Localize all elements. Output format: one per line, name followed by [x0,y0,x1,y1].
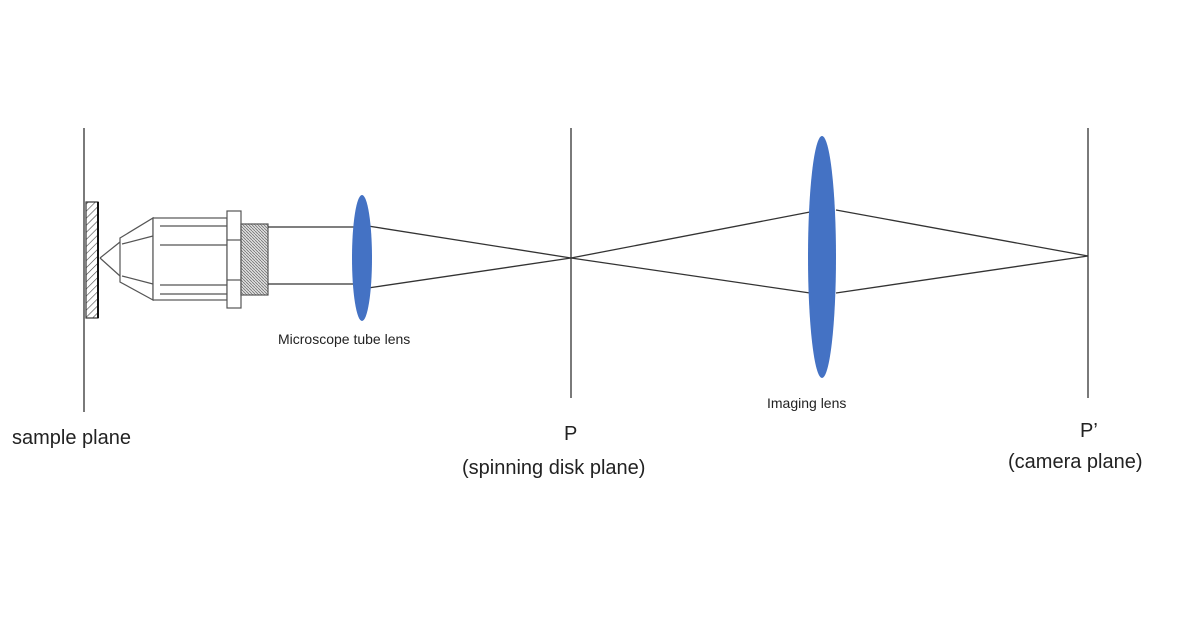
imaging-lens-label: Imaging lens [767,395,846,411]
tube-lens-label: Microscope tube lens [278,331,410,347]
light-rays [268,209,1089,294]
sample-slide [85,201,99,319]
sample-plane-label: sample plane [12,427,131,449]
camera-plane-label: (camera plane) [1008,451,1143,473]
imaging-lens [808,136,836,378]
microscope-tube-lens [352,195,372,321]
spinning-disk-plane-label: (spinning disk plane) [462,457,645,479]
objective-lens [99,210,269,309]
p-prime-label: P’ [1080,420,1098,442]
p-label: P [564,423,577,445]
